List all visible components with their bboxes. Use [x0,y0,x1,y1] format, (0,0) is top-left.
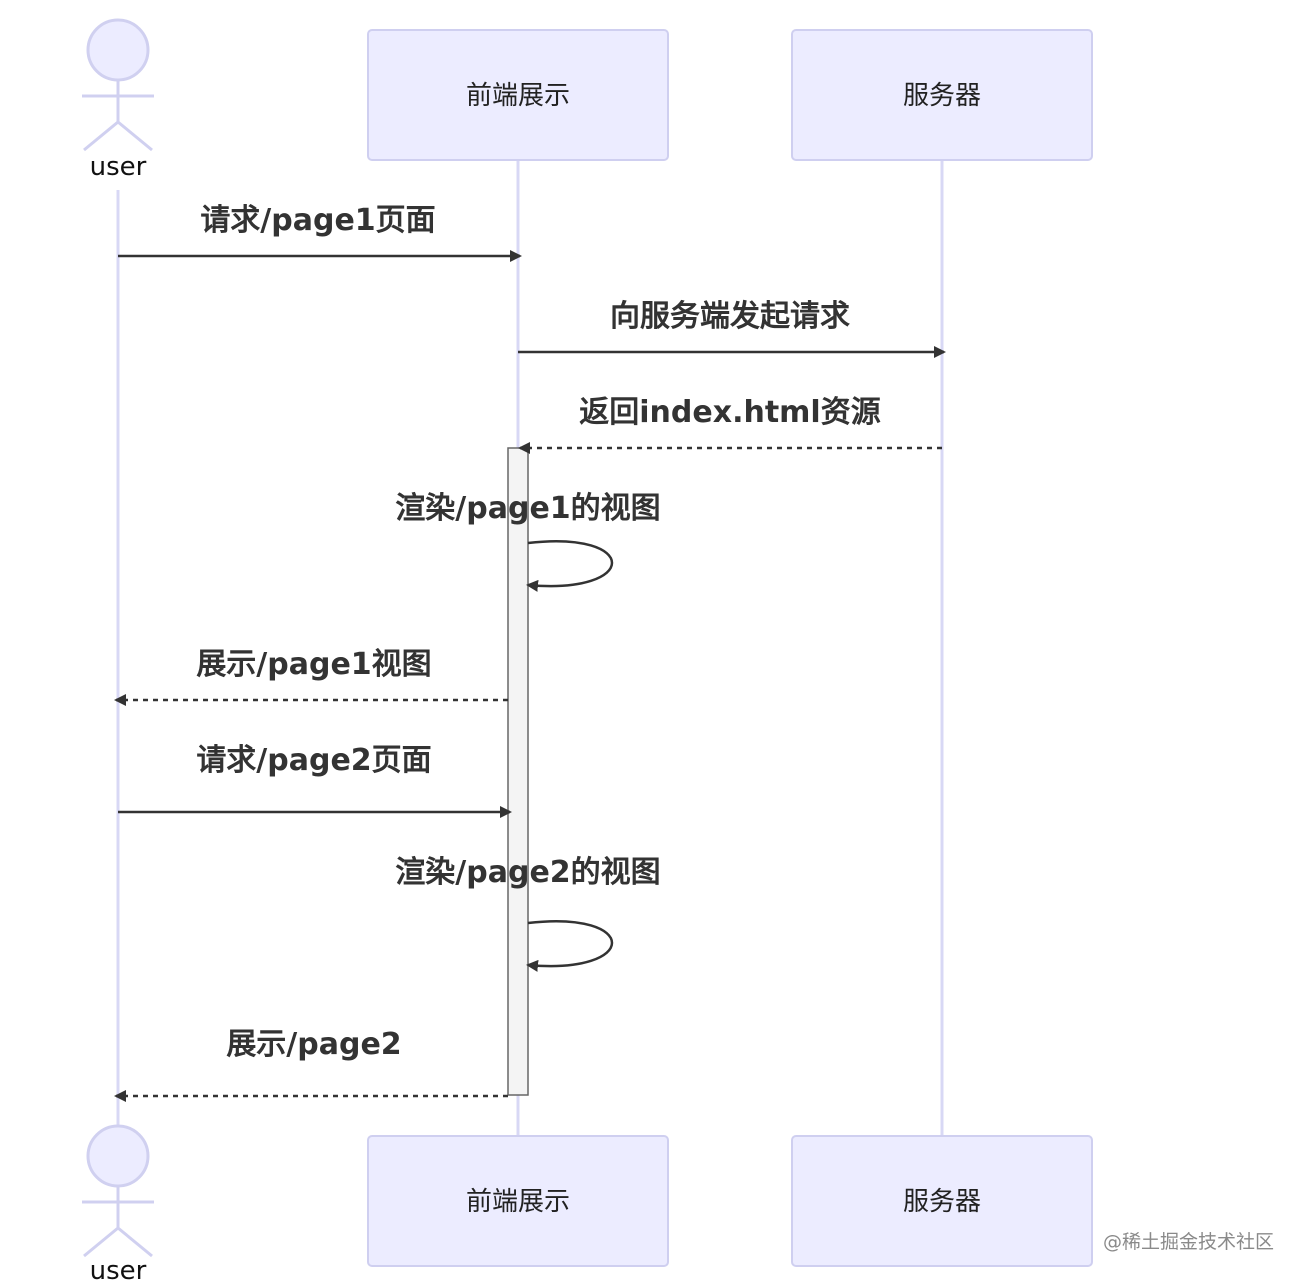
participant-server-top: 服务器 [791,29,1093,161]
message-4: 渲染/page1的视图 [395,491,661,592]
watermark: @稀土掘金技术社区 [1103,1231,1274,1253]
message-label: 展示/page1视图 [196,647,431,682]
message-label: 向服务端发起请求 [610,299,850,334]
message-label: 请求/page2页面 [196,743,431,778]
message-7: 渲染/page2的视图 [395,855,661,972]
participant-server-bottom: 服务器 [791,1135,1093,1267]
message-label: 展示/page2 [226,1027,401,1062]
stick-figure-icon [82,18,154,152]
message-8: 展示/page2 [114,1027,508,1102]
message-3: 返回index.html资源 [518,395,942,454]
participant-frontend-top: 前端展示 [367,29,669,161]
participant-label: 服务器 [903,1187,981,1217]
actor-label: user [90,1256,147,1284]
actor-label: user [90,152,147,182]
message-label: 请求/page1页面 [200,203,435,238]
actor-user-top: user [82,18,154,182]
message-1: 请求/page1页面 [118,203,522,262]
participant-label: 服务器 [903,81,981,111]
message-label: 渲染/page2的视图 [395,855,660,890]
message-label: 返回index.html资源 [579,395,880,430]
message-arrow [526,920,614,972]
message-5: 展示/page1视图 [114,647,508,706]
message-6: 请求/page2页面 [118,743,512,818]
message-label: 渲染/page1的视图 [395,491,660,526]
message-2: 向服务端发起请求 [518,299,946,358]
message-arrow [526,540,614,592]
participant-label: 前端展示 [466,81,570,111]
stick-figure-icon [82,1124,154,1258]
actor-user-bottom: user [82,1124,154,1284]
participant-frontend-bottom: 前端展示 [367,1135,669,1267]
activation-bar [507,447,529,1096]
participant-label: 前端展示 [466,1187,570,1217]
